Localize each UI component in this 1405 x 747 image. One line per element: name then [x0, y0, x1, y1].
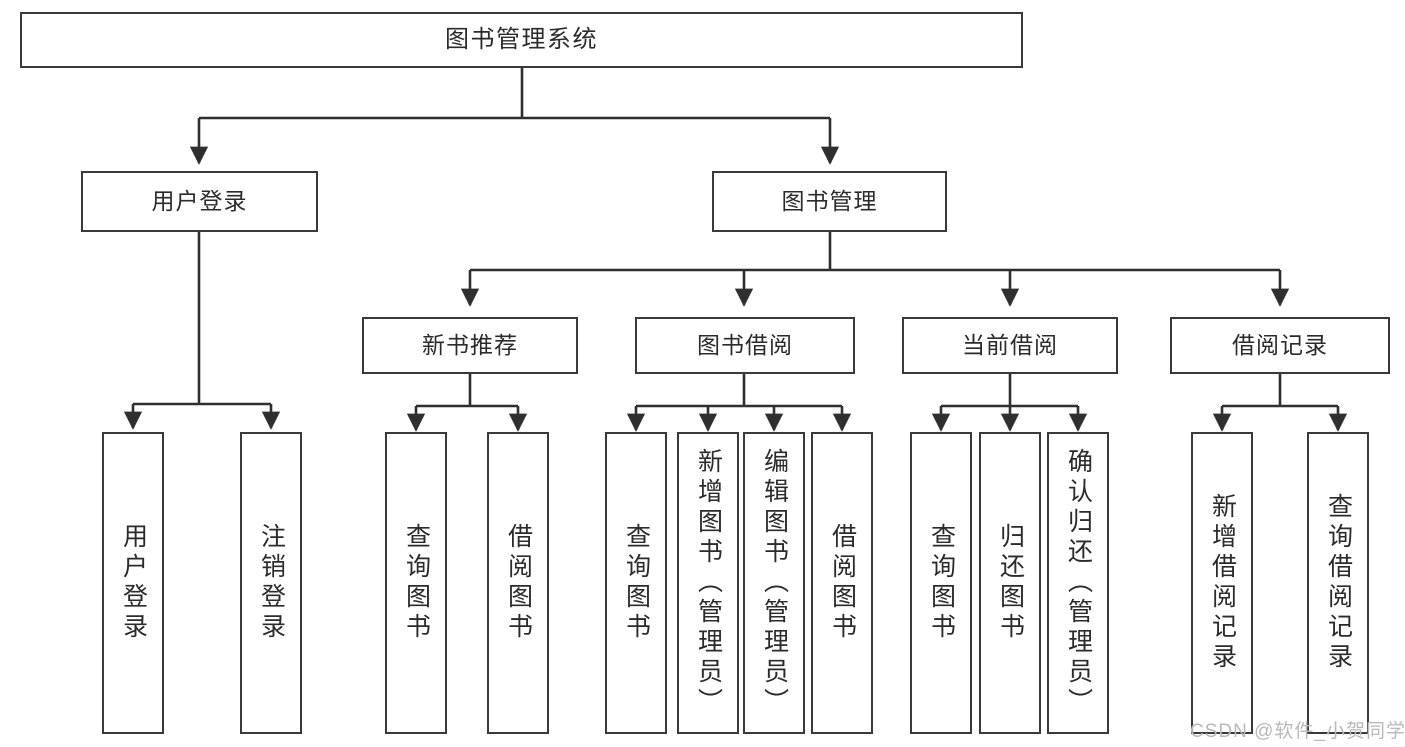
- leaf-return-book[interactable]: 归还图书: [979, 432, 1041, 734]
- node-label: 借阅图书: [504, 523, 533, 643]
- leaf-query-book-1[interactable]: 查询图书: [385, 432, 447, 734]
- leaf-add-book[interactable]: 新增图书（管理员）: [677, 432, 739, 734]
- node-label: 归还图书: [996, 523, 1025, 643]
- node-label: 查询图书: [402, 523, 431, 643]
- node-label: 查询图书: [622, 523, 651, 643]
- leaf-borrow-book-2[interactable]: 借阅图书: [811, 432, 873, 734]
- node-book-borrow[interactable]: 图书借阅: [635, 317, 855, 374]
- node-label: 新书推荐: [422, 332, 518, 359]
- node-borrow-record[interactable]: 借阅记录: [1170, 317, 1390, 374]
- node-user-login[interactable]: 用户登录: [81, 171, 318, 232]
- node-label: 注销登录: [257, 523, 286, 643]
- node-label: 图书借阅: [697, 332, 793, 359]
- csdn-watermark: CSDN @软件_小贺同学: [1190, 721, 1405, 742]
- node-label: 当前借阅: [962, 332, 1058, 359]
- node-label: 查询借阅记录: [1324, 493, 1353, 673]
- leaf-query-record[interactable]: 查询借阅记录: [1307, 432, 1369, 734]
- node-new-book-recommend[interactable]: 新书推荐: [362, 317, 578, 374]
- leaf-logout[interactable]: 注销登录: [240, 432, 302, 734]
- leaf-add-record[interactable]: 新增借阅记录: [1191, 432, 1253, 734]
- node-label: 用户登录: [151, 188, 248, 215]
- node-label: 编辑图书（管理员）: [760, 448, 789, 718]
- node-label: 借阅图书: [828, 523, 857, 643]
- leaf-user-login[interactable]: 用户登录: [102, 432, 164, 734]
- node-book-manage[interactable]: 图书管理: [712, 171, 947, 232]
- leaf-query-book-2[interactable]: 查询图书: [605, 432, 667, 734]
- node-label: 确认归还（管理员）: [1064, 448, 1093, 718]
- node-label: 借阅记录: [1232, 332, 1328, 359]
- leaf-edit-book[interactable]: 编辑图书（管理员）: [743, 432, 805, 734]
- leaf-confirm-return[interactable]: 确认归还（管理员）: [1047, 432, 1109, 734]
- node-root-system[interactable]: 图书管理系统: [20, 12, 1023, 68]
- node-label: 新增借阅记录: [1208, 493, 1237, 673]
- node-label: 图书管理系统: [445, 26, 598, 54]
- node-label: 图书管理: [781, 188, 878, 215]
- node-label: 查询图书: [927, 523, 956, 643]
- leaf-borrow-book-1[interactable]: 借阅图书: [487, 432, 549, 734]
- node-current-borrow[interactable]: 当前借阅: [902, 317, 1118, 374]
- node-label: 用户登录: [119, 523, 148, 643]
- leaf-query-book-3[interactable]: 查询图书: [910, 432, 972, 734]
- node-label: 新增图书（管理员）: [694, 448, 723, 718]
